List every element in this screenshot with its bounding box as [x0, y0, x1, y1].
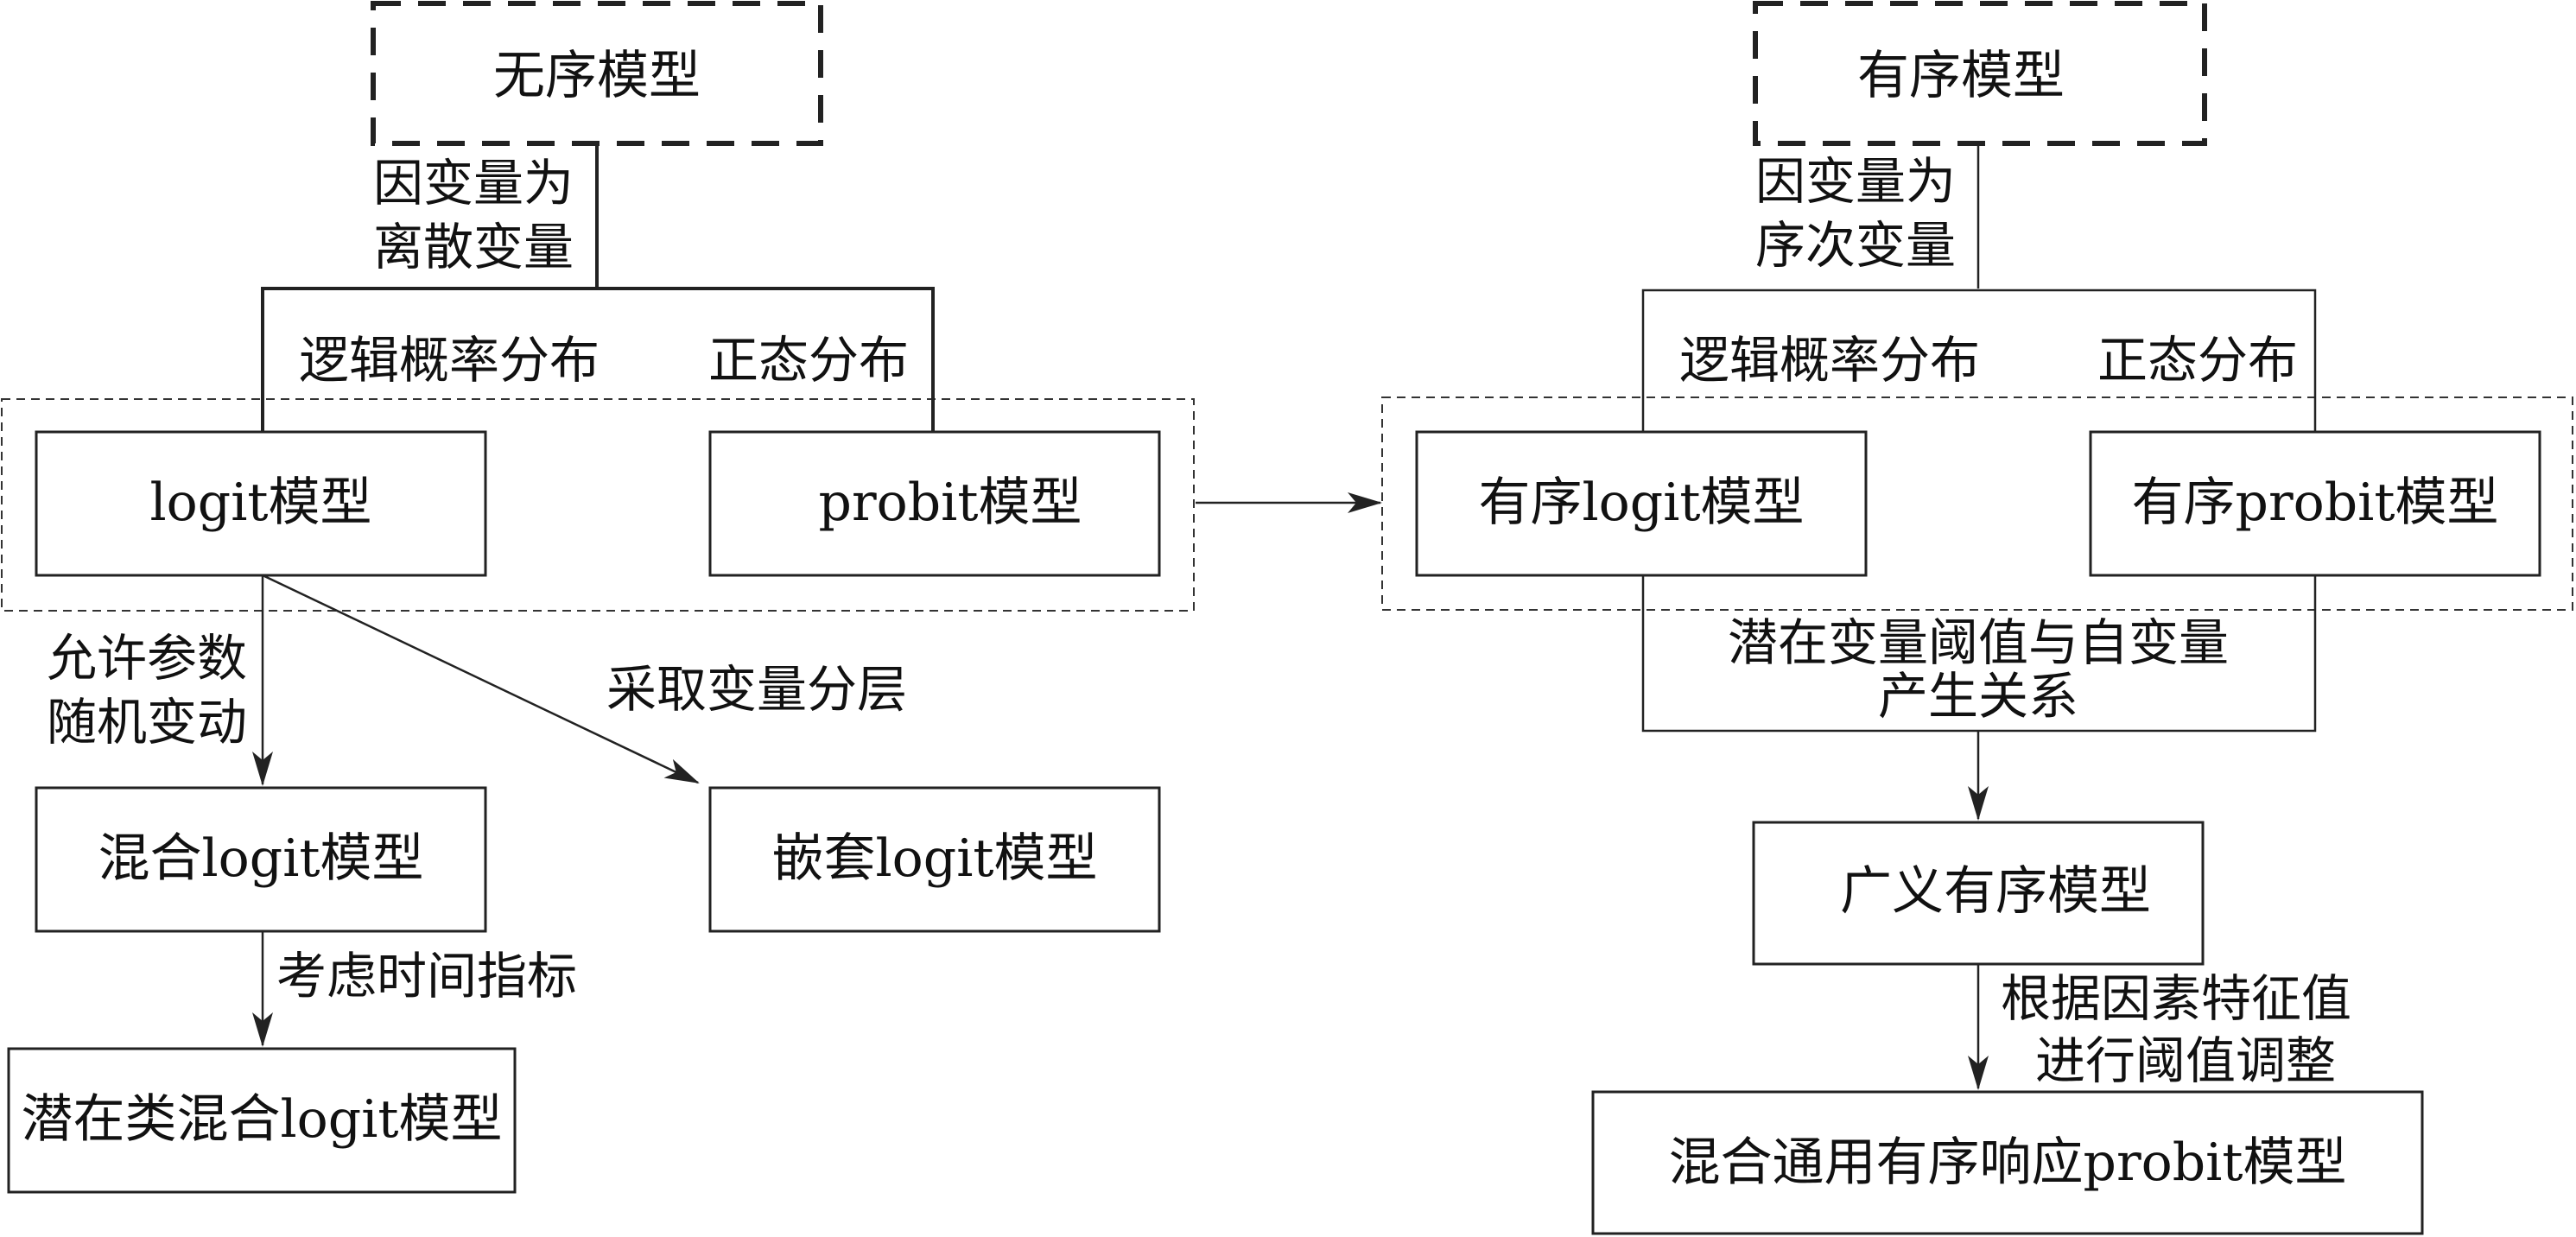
- left-group-dashed-frame: [1, 398, 1195, 612]
- mixed-general-ordered-probit-label: 混合通用有序响应probit模型: [1669, 1132, 2347, 1193]
- ordered-probit-box: [2089, 430, 2541, 577]
- right-branch-logistic-label: 逻辑概率分布: [1679, 331, 1980, 390]
- mixed-logit-box: [35, 786, 487, 933]
- left-condition-line1: 因变量为: [373, 154, 574, 213]
- ordered-model-label: 有序模型: [1857, 46, 2065, 106]
- mixed-general-ordered-probit-box: [1591, 1090, 2424, 1235]
- right-condition-line1: 因变量为: [1755, 152, 1956, 211]
- nested-logit-label: 嵌套logit模型: [771, 828, 1097, 889]
- arrow1-label-line1: 允许参数: [47, 629, 247, 688]
- arrow1-label-line2: 随机变动: [47, 693, 247, 752]
- generalized-ordered-box: [1752, 821, 2205, 966]
- nested-logit-box: [708, 786, 1161, 933]
- logit-model-label: logit模型: [149, 473, 371, 533]
- right-group-dashed-frame: [1381, 396, 2573, 611]
- left-condition-line2: 离散变量: [373, 218, 574, 276]
- right-branch-normal-label: 正态分布: [2097, 331, 2298, 390]
- relation-text-line1: 潜在变量阈值与自变量: [1728, 613, 2229, 672]
- probit-model-box: [708, 430, 1161, 577]
- threshold-adjust-line2: 进行阈值调整: [2035, 1031, 2336, 1090]
- ordered-probit-label: 有序probit模型: [2132, 473, 2499, 533]
- relation-text-line2: 产生关系: [1878, 667, 2078, 726]
- logit-model-box: [35, 430, 487, 577]
- left-unordered-section: 无序模型 因变量为 离散变量 逻辑概率分布 正态分布 logit模型 probi…: [1, 1, 1195, 1194]
- threshold-adjust-line1: 根据因素特征值: [2001, 969, 2351, 1028]
- mixed-logit-label: 混合logit模型: [98, 828, 423, 889]
- arrow3-label: 考虑时间指标: [276, 947, 577, 1005]
- left-branch-line: [261, 287, 935, 434]
- right-ordered-section: 有序模型 因变量为 序次变量 逻辑概率分布 正态分布 有序logit模型 有序p…: [1381, 1, 2573, 1235]
- generalized-ordered-label: 广义有序模型: [1840, 861, 2151, 922]
- left-branch-normal-label: 正态分布: [708, 331, 909, 390]
- unordered-model-box: [371, 1, 823, 146]
- probit-model-label: probit模型: [819, 473, 1082, 533]
- unordered-model-label: 无序模型: [493, 46, 701, 106]
- ordered-logit-label: 有序logit模型: [1478, 473, 1804, 533]
- latent-class-mixed-logit-label: 潜在类混合logit模型: [21, 1089, 502, 1150]
- arrow2-label: 采取变量分层: [606, 660, 907, 719]
- ordered-logit-box: [1415, 430, 1868, 577]
- ordered-model-box: [1753, 1, 2207, 146]
- left-branch-logistic-label: 逻辑概率分布: [299, 331, 600, 390]
- arrow-logit-to-nested: [262, 574, 700, 784]
- right-condition-line2: 序次变量: [1755, 216, 1956, 275]
- latent-class-mixed-logit-box: [7, 1047, 517, 1194]
